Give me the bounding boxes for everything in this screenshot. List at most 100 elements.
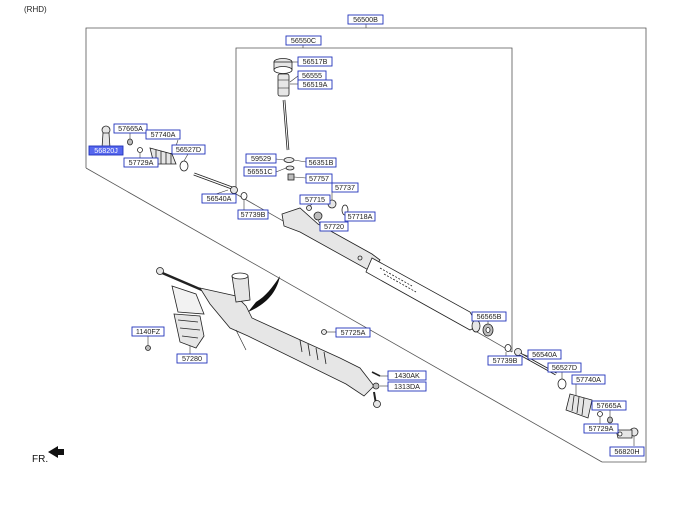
leader-lines — [110, 61, 635, 446]
tie-rod-end-56820h — [615, 427, 639, 439]
label-56540a-bot[interactable]: 56540A — [527, 349, 562, 360]
svg-text:56517B: 56517B — [303, 57, 328, 66]
svg-text:57665A: 57665A — [118, 124, 143, 133]
pointer-wedge — [248, 276, 280, 312]
label-57740a-top[interactable]: 57740A — [145, 129, 181, 140]
label-1140fz[interactable]: 1140FZ — [131, 326, 165, 337]
svg-text:56820J: 56820J — [94, 146, 118, 155]
nut-57665a-bot — [607, 416, 613, 424]
label-56351b[interactable]: 56351B — [305, 157, 337, 168]
label-57740a-bot[interactable]: 57740A — [571, 374, 606, 385]
label-56519a[interactable]: 56519A — [297, 79, 333, 90]
label-57715[interactable]: 57715 — [299, 194, 331, 205]
svg-text:59529: 59529 — [251, 154, 271, 163]
svg-text:56820H: 56820H — [614, 447, 639, 456]
svg-text:56540A: 56540A — [532, 350, 557, 359]
svg-text:57720: 57720 — [324, 222, 344, 231]
svg-text:57739B: 57739B — [493, 356, 518, 365]
label-57729a-bot[interactable]: 57729A — [583, 423, 619, 434]
band-56527d-top — [179, 160, 189, 172]
pinion-cap — [273, 58, 293, 74]
label-56555[interactable]: 56555 — [297, 70, 327, 81]
label-56540a-top[interactable]: 56540A — [201, 193, 237, 204]
svg-text:1430AK: 1430AK — [394, 371, 420, 380]
svg-text:57740A: 57740A — [151, 130, 176, 139]
label-57757[interactable]: 57757 — [305, 173, 333, 184]
svg-text:56550C: 56550C — [291, 36, 316, 45]
svg-text:57665A: 57665A — [597, 401, 622, 410]
label-57739b-top[interactable]: 57739B — [237, 209, 269, 220]
nut-57665a-top — [127, 138, 133, 146]
screw-57715 — [306, 205, 312, 211]
clip-57729a-top — [137, 147, 143, 153]
assembly-frame-diagonal — [85, 167, 603, 463]
svg-text:57757: 57757 — [309, 174, 329, 183]
svg-text:57729A: 57729A — [129, 158, 154, 167]
assembly-frame — [85, 27, 647, 463]
clip-57725a — [321, 329, 327, 335]
svg-text:56551C: 56551C — [247, 167, 272, 176]
washer-56551c — [285, 165, 295, 171]
clip-57729a-bot — [597, 411, 603, 417]
svg-text:1313DA: 1313DA — [394, 382, 420, 391]
pinion-shaft — [282, 99, 290, 151]
svg-text:56527D: 56527D — [552, 363, 577, 372]
front-direction-indicator: FR. — [32, 446, 64, 465]
front-label: FR. — [32, 454, 48, 465]
label-57725a[interactable]: 57725A — [335, 327, 371, 338]
label-56527d-top[interactable]: 56527D — [171, 144, 206, 155]
label-56551c[interactable]: 56551C — [243, 166, 277, 177]
svg-text:57725A: 57725A — [341, 328, 366, 337]
label-57720[interactable]: 57720 — [319, 221, 349, 232]
svg-text:56555: 56555 — [302, 71, 322, 80]
label-57718a[interactable]: 57718A — [344, 211, 376, 222]
svg-text:57715: 57715 — [305, 195, 325, 204]
svg-text:1140FZ: 1140FZ — [136, 327, 161, 336]
ring-57739b-top — [240, 192, 248, 200]
svg-text:56351B: 56351B — [309, 158, 334, 167]
svg-text:57718A: 57718A — [348, 212, 373, 221]
label-57665a-bot[interactable]: 57665A — [591, 400, 627, 411]
band-56527d-bot — [557, 378, 567, 390]
label-59529[interactable]: 59529 — [245, 153, 277, 164]
svg-text:56500B: 56500B — [353, 15, 378, 24]
tie-rod-56540a-top — [193, 172, 238, 194]
label-57729a-top[interactable]: 57729A — [123, 157, 159, 168]
label-57739b-bot[interactable]: 57739B — [487, 355, 523, 366]
rack-bushing-56565b — [482, 323, 494, 337]
ring-57739b-bot — [504, 344, 512, 352]
svg-text:57737: 57737 — [335, 183, 355, 192]
svg-text:57739B: 57739B — [241, 210, 266, 219]
front-arrow-icon — [48, 446, 64, 458]
svg-text:56565B: 56565B — [477, 312, 502, 321]
pinion-bearing — [277, 73, 290, 97]
nut-1313da — [372, 382, 380, 390]
svg-text:57740A: 57740A — [576, 375, 601, 384]
seal-ring-59529 — [283, 157, 295, 163]
variant-label: (RHD) — [24, 5, 47, 14]
label-56565b[interactable]: 56565B — [471, 311, 507, 322]
bolt-1140fz — [145, 345, 151, 351]
svg-text:56527D: 56527D — [176, 145, 201, 154]
bellows-57740a-bot — [565, 393, 593, 419]
label-56517b[interactable]: 56517B — [297, 56, 333, 67]
gear-cover-57280 — [171, 285, 205, 349]
label-56820h[interactable]: 56820H — [609, 446, 645, 457]
label-56820j[interactable]: 56820J — [88, 145, 124, 156]
yoke-57720 — [313, 211, 323, 221]
bolt-1430ak — [371, 371, 381, 377]
rack-frame — [235, 47, 513, 352]
svg-text:56540A: 56540A — [207, 194, 232, 203]
label-57665a-top[interactable]: 57665A — [113, 123, 148, 134]
label-57737[interactable]: 57737 — [331, 182, 359, 193]
label-56550c[interactable]: 56550C — [285, 35, 322, 46]
label-57280[interactable]: 57280 — [176, 353, 208, 364]
plug-57757 — [287, 173, 295, 181]
label-1430ak[interactable]: 1430AK — [387, 370, 427, 381]
label-1313da[interactable]: 1313DA — [387, 381, 427, 392]
rack-housing — [281, 207, 481, 333]
label-56527d-bot[interactable]: 56527D — [547, 362, 582, 373]
svg-text:57280: 57280 — [182, 354, 202, 363]
label-56500b[interactable]: 56500B — [347, 14, 384, 25]
